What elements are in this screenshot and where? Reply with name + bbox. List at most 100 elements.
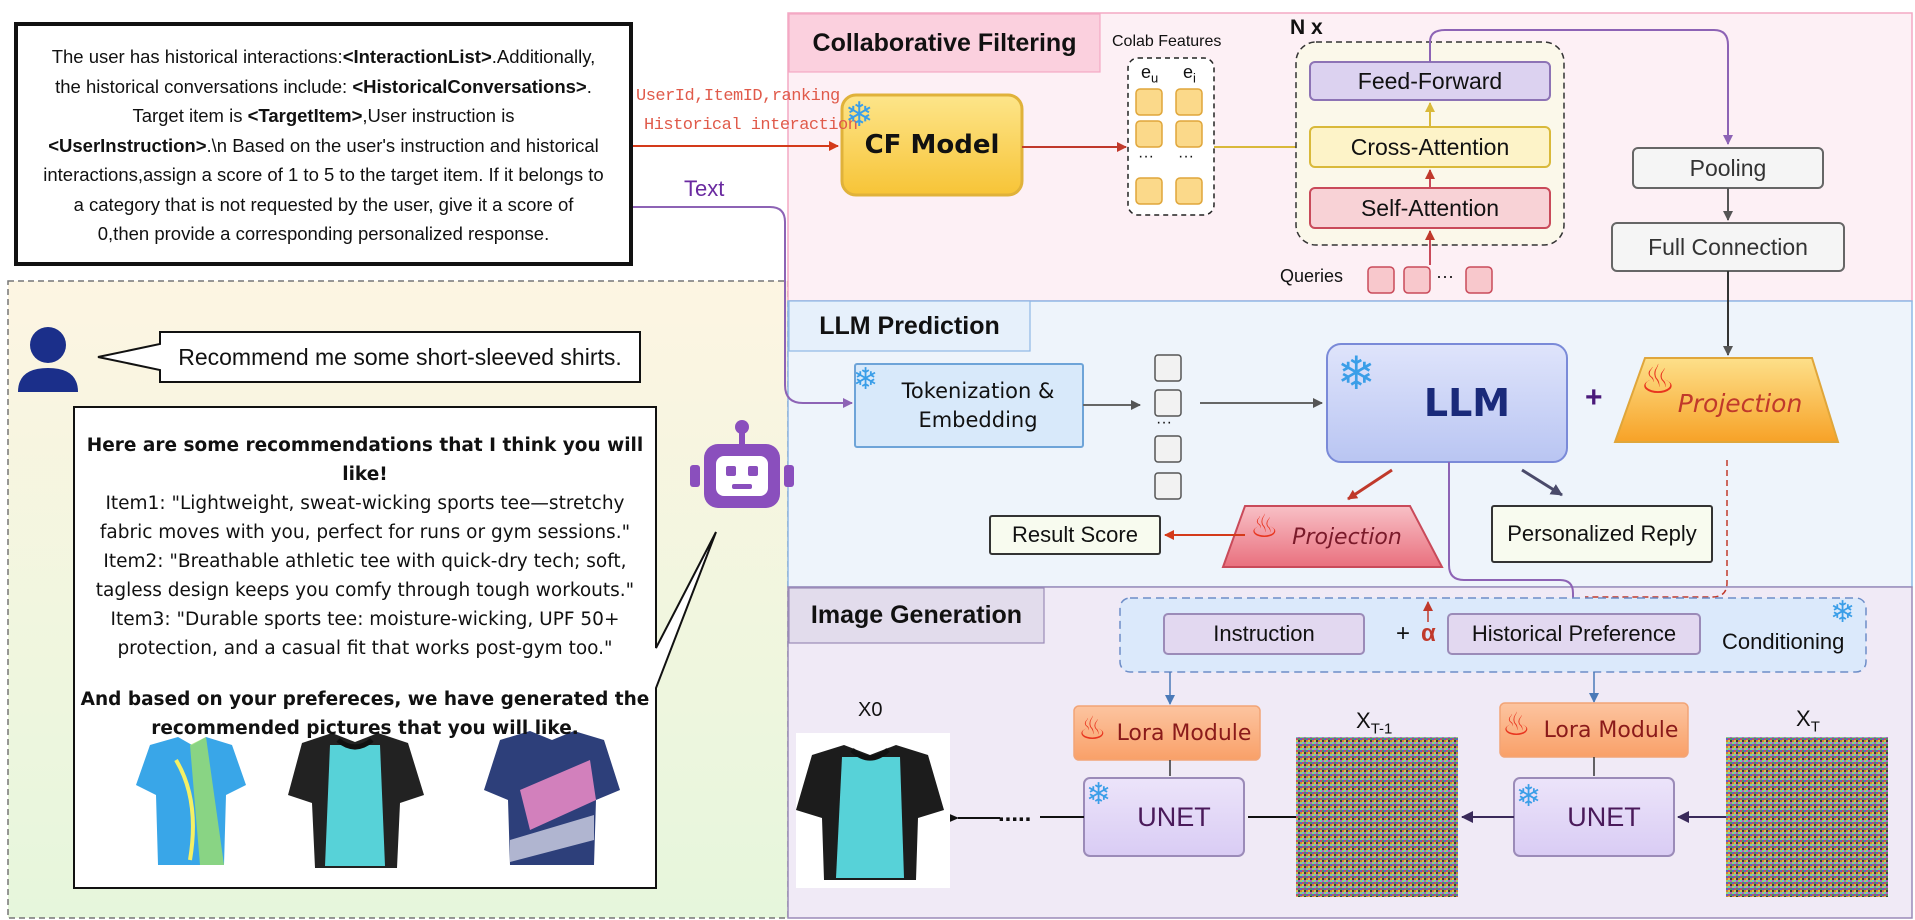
projection-to-alpha-line	[1585, 460, 1728, 598]
robot-icon	[690, 420, 794, 508]
query-cells	[1367, 266, 1493, 294]
shirt-image-2	[288, 733, 424, 868]
user-bubble	[97, 331, 641, 383]
img-title-box	[788, 587, 1045, 644]
user-message: Recommend me some short-sleeved shirts.	[178, 343, 622, 370]
ff-to-pooling-arrow	[1429, 29, 1733, 145]
prompt-text: The user has historical interactions:	[51, 46, 343, 67]
prompt-placeholder-target: <TargetItem>	[247, 105, 363, 126]
xt-label: XT	[1796, 706, 1820, 735]
x0-shirt-image	[796, 745, 944, 880]
llm-to-reply-arrow	[1521, 468, 1563, 497]
img-section-title: Image Generation	[810, 601, 1023, 629]
feature-cells	[1135, 88, 1203, 205]
shirt-image-3	[484, 731, 620, 865]
instruction-box	[1163, 613, 1365, 655]
xt1-sub: T-1	[1370, 720, 1393, 738]
prompt-line-4: <UserInstruction>.\n Based on the user's…	[20, 131, 627, 161]
cf-input-label-2: Historical interaction	[644, 116, 858, 135]
llm-title-box	[788, 300, 1031, 352]
snowflake-icon: ❄	[1830, 596, 1856, 629]
unet-left-label: UNET	[1137, 801, 1211, 832]
eu-base: e	[1141, 62, 1152, 82]
prompt-text: .	[586, 75, 592, 97]
features-dots-left: ···	[1138, 148, 1154, 165]
xt-noise-image	[1726, 737, 1888, 897]
prompt-line-5: interactions,assign a score of 1 to 5 to…	[43, 164, 604, 185]
colab-features-label: Colab Features	[1112, 33, 1222, 50]
bot-message: Here are some recommendations that I thi…	[76, 431, 654, 743]
personalized-reply-label: Personalized Reply	[1507, 521, 1697, 546]
queries-dots: ···	[1436, 266, 1454, 286]
fire-icon: ♨	[1502, 706, 1531, 742]
tokenization-line-2: Embedding	[918, 408, 1038, 432]
instruction-plus: +	[1396, 620, 1411, 647]
queries-label: Queries	[1280, 266, 1344, 286]
xt-base: X	[1796, 706, 1811, 731]
lora-right-label: Lora Module	[1543, 717, 1679, 743]
cf-input-label-1: UserId,ItemID,ranking	[636, 87, 840, 106]
lora-left-box	[1073, 705, 1261, 761]
bot-heading: Here are some recommendations that I thi…	[86, 435, 644, 485]
projection-mid-label: Projection	[1292, 524, 1402, 550]
result-score-label: Result Score	[1012, 522, 1138, 547]
bot-item3-a: Item3: "Durable sports tee: moisture-wic…	[110, 609, 620, 630]
xt1-label: XT-1	[1356, 708, 1392, 737]
tokenization-label: Tokenization & Embedding	[855, 377, 1083, 435]
feed-forward-label: Feed-Forward	[1357, 67, 1503, 94]
text-arrow	[633, 206, 853, 408]
bot-item1-a: Item1: "Lightweight, sweat-wicking sport…	[105, 493, 625, 514]
prompt-text: the historical conversations include:	[55, 75, 353, 97]
historical-preference-label: Historical Preference	[1471, 621, 1677, 646]
projection-top-shape	[1613, 357, 1840, 443]
prompt-text: .Additionally,	[491, 46, 596, 67]
bot-item1-b: fabric moves with you, perfect for runs …	[99, 522, 631, 543]
tokenization-line-1: Tokenization &	[901, 379, 1055, 403]
xt1-base: X	[1356, 708, 1371, 733]
llm-box	[1326, 343, 1568, 463]
llm-plus: +	[1585, 381, 1603, 414]
fire-icon: ♨	[1640, 358, 1676, 402]
self-attention-label: Self-Attention	[1360, 194, 1500, 221]
fire-icon: ♨	[1250, 508, 1279, 544]
cf-title-box	[788, 13, 1101, 73]
ei-label: ei	[1183, 62, 1196, 86]
prompt-placeholder-instruction: <UserInstruction>	[48, 134, 207, 156]
token-dots: ···	[1156, 414, 1172, 431]
ei-sub: i	[1193, 70, 1196, 86]
bot-closing-b: recommended pictures that you will like.	[151, 718, 579, 739]
bot-item2-a: Item2: "Breathable athletic tee with qui…	[103, 551, 627, 572]
features-dots-right: ···	[1178, 148, 1194, 165]
xt1-noise-image	[1296, 737, 1458, 897]
bot-closing-a: And based on your prefereces, we have ge…	[80, 689, 650, 710]
prompt-line-7: 0,then provide a corresponding personali…	[97, 223, 550, 244]
llm-section-title: LLM Prediction	[819, 311, 1000, 340]
cf-model-box	[840, 93, 1024, 197]
x0-label: X0	[858, 699, 883, 721]
input-prompt-text: The user has historical interactions:<In…	[20, 42, 627, 249]
personalized-reply-box	[1491, 505, 1713, 563]
text-arrow-label: Text	[684, 176, 725, 201]
prompt-text: Target item is	[132, 105, 248, 126]
llm-to-projection-arrow	[1347, 468, 1393, 501]
instruction-label: Instruction	[1213, 621, 1315, 646]
prompt-line-1: The user has historical interactions:<In…	[20, 42, 627, 72]
projection-mid-shape	[1221, 505, 1444, 568]
nx-label: N x	[1290, 16, 1323, 39]
shirt-image-1	[136, 737, 246, 865]
snowflake-icon: ❄	[1516, 780, 1542, 813]
result-score-box	[989, 515, 1161, 555]
llm-to-histpref-arrow	[1448, 462, 1578, 610]
snowflake-icon: ❄	[845, 96, 874, 134]
conditioning-label: Conditioning	[1722, 629, 1845, 654]
prompt-placeholder-conversations: <HistoricalConversations>	[352, 75, 587, 97]
bot-item3-b: protection, and a casual fit that works …	[117, 638, 613, 659]
llm-label: LLM	[1423, 381, 1511, 425]
cf-model-label: CF Model	[864, 130, 1000, 160]
snowflake-icon: ❄	[853, 363, 879, 396]
ei-base: e	[1183, 62, 1194, 82]
prompt-line-2: the historical conversations include: <H…	[20, 72, 627, 102]
snowflake-icon: ❄	[1337, 347, 1376, 399]
prompt-line-6: a category that is not requested by the …	[73, 193, 574, 215]
